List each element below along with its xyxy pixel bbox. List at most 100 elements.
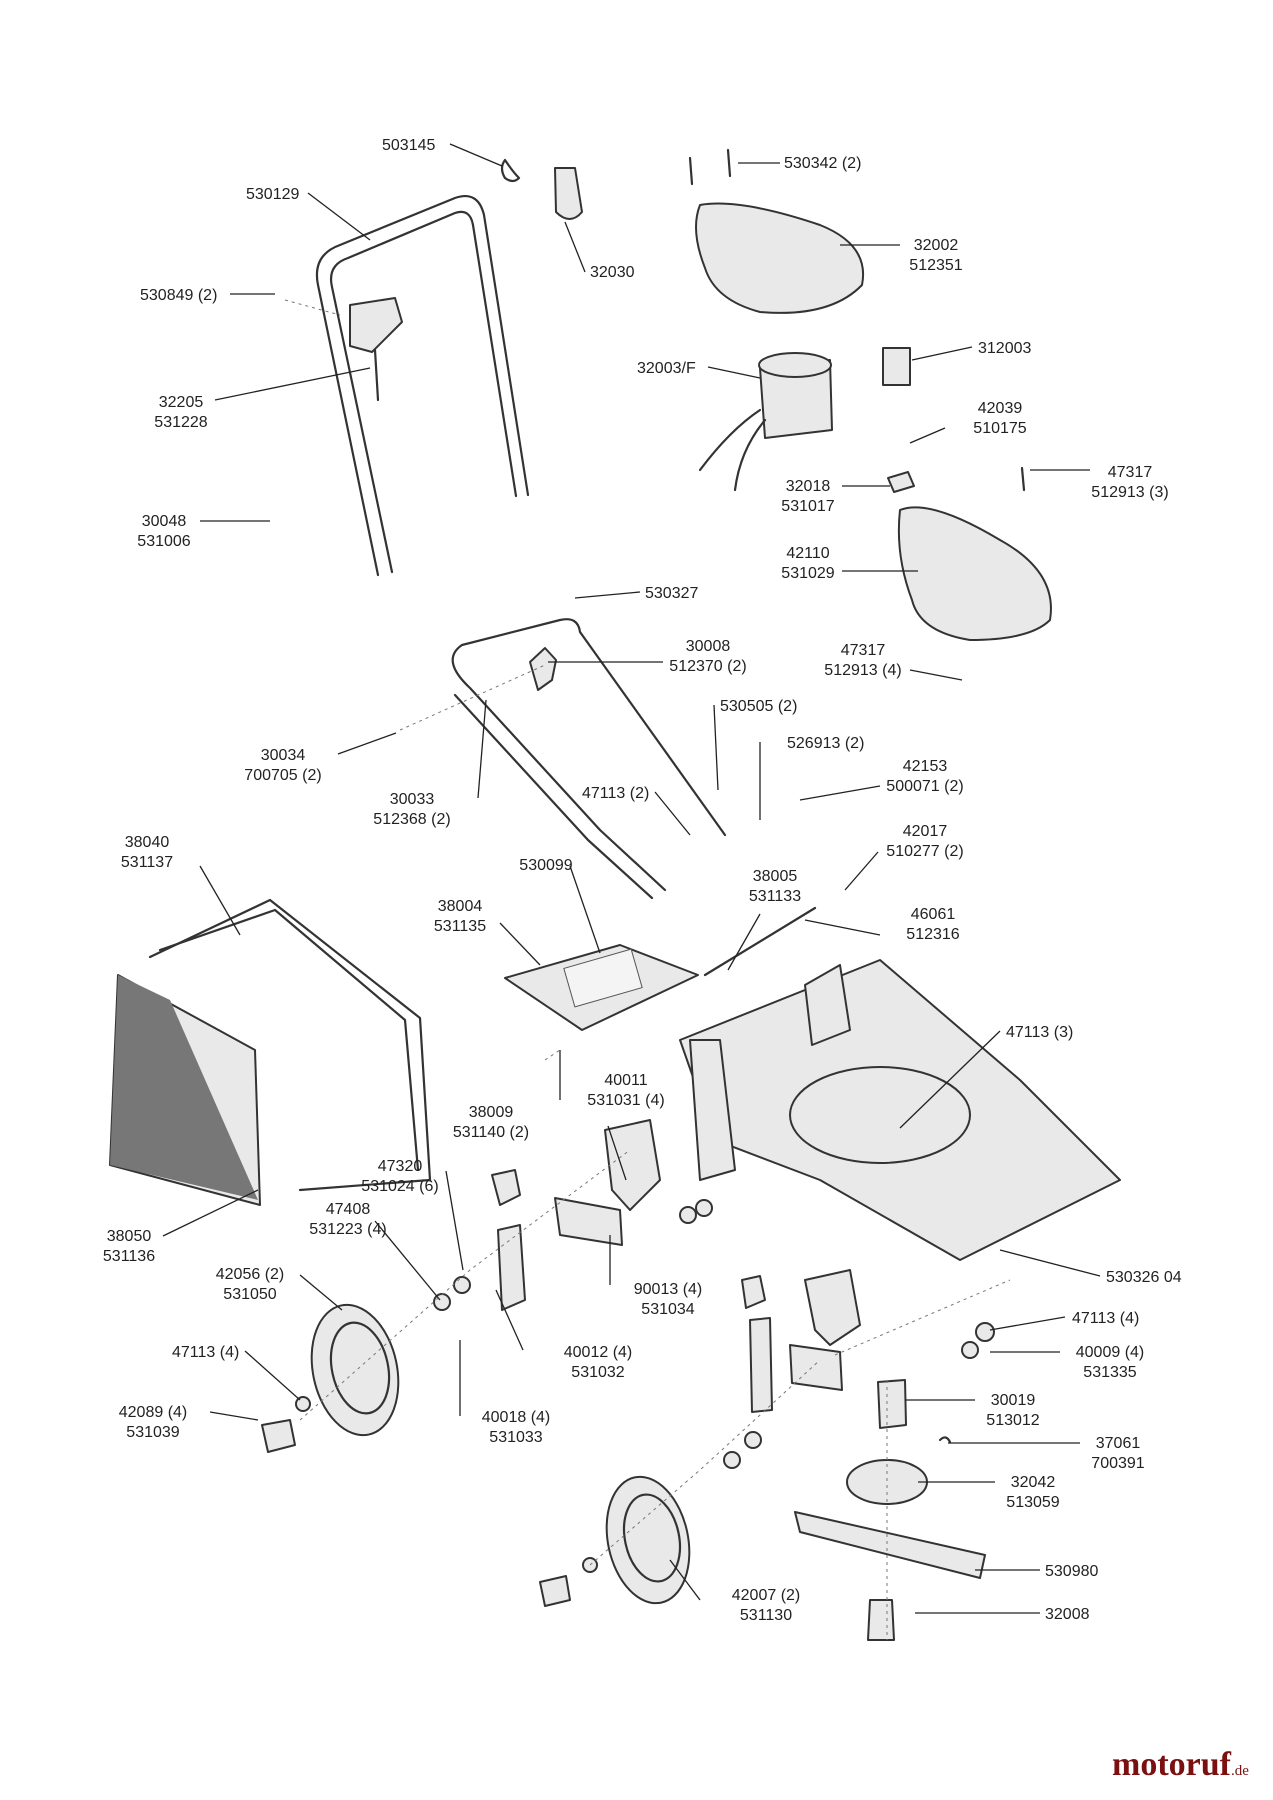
leader-lines [162, 143, 1101, 1614]
leader-line-46061 [804, 919, 881, 936]
leader-line-47113b [899, 1030, 1001, 1129]
leader-line-38004 [499, 922, 541, 966]
part-number-line: 30019 [991, 1392, 1036, 1409]
leader-line-32030 [564, 221, 586, 273]
part-number-line: 47317 [841, 642, 886, 659]
leader-line-42056 [299, 1274, 343, 1311]
part-label-47317b: 47317 512913 (4) [824, 642, 901, 679]
part-label-530849: 530849 (2) [140, 287, 217, 304]
part-number-line: 40009 (4) [1076, 1344, 1145, 1361]
leader-line-42017 [844, 851, 879, 891]
leader-line-530505 [713, 704, 719, 791]
part-label-530342: 530342 (2) [784, 155, 861, 172]
part-number-line: 42110 [786, 545, 829, 562]
part-number-line: 512913 (4) [824, 662, 901, 679]
leader-line-42039 [909, 427, 946, 444]
part-label-32008: 32008 [1045, 1606, 1090, 1623]
part-label-42089: 42089 (4)531039 [119, 1404, 188, 1441]
leader-line-47113a [654, 791, 691, 836]
part-number-line: 30008 [686, 638, 731, 655]
wheel-cap-part [261, 1419, 296, 1453]
part-label-312003: 312003 [978, 340, 1031, 357]
part-number-line: 531031 (4) [587, 1092, 664, 1109]
part-number-line: 38040 [125, 834, 170, 851]
leader-line-32003F [707, 366, 761, 379]
part-number-line: 526913 (2) [787, 735, 864, 752]
part-label-530980: 530980 [1045, 1563, 1098, 1580]
brand-tld: .de [1230, 1763, 1249, 1779]
part-number-line: 530129 [246, 186, 299, 203]
part-number-line: 47317 [1108, 464, 1153, 481]
part-number-line: 531130 [740, 1607, 792, 1624]
part-label-42007: 42007 (2)531130 [732, 1587, 801, 1624]
leader-line-530327 [574, 591, 641, 599]
cable-grip-part [887, 471, 915, 493]
part-number-line: 38004 [438, 898, 483, 915]
blade-adapter-part [877, 1379, 907, 1429]
flap-label-part [563, 948, 643, 1008]
part-number-line: 530849 (2) [140, 287, 217, 304]
part-number-line: 47113 (4) [172, 1344, 239, 1361]
leader-line-40012 [495, 1289, 524, 1351]
upper-handle-part [315, 194, 530, 577]
part-number-line: 512370 (2) [669, 658, 746, 675]
part-label-530327: 530327 [645, 585, 698, 602]
screw-part [1020, 466, 1026, 492]
nut-parts [295, 1199, 995, 1573]
brand-logo[interactable]: motoruf.de [1112, 1746, 1249, 1784]
leader-line-47113d [244, 1350, 301, 1401]
part-number-line: 38050 [107, 1228, 152, 1245]
part-number-line: 512351 [909, 257, 962, 274]
part-number-line: 531135 [434, 918, 486, 935]
part-number-line: 42017 [903, 823, 948, 840]
part-number-line: 40018 (4) [482, 1409, 551, 1426]
part-number-line: 531006 [137, 533, 190, 550]
part-number-line: 46061 [911, 906, 956, 923]
axle-rod-part [703, 906, 817, 977]
part-label-32003F: 32003/F [637, 360, 696, 377]
lower-handle-part [451, 618, 727, 900]
fan-housing-part [897, 506, 1052, 641]
part-number-line: 40012 (4) [564, 1344, 633, 1361]
part-label-503145: 503145 [382, 137, 435, 154]
leader-line-503145 [449, 143, 503, 167]
part-number-line: 531029 [781, 565, 834, 582]
part-number-line: 503145 [382, 137, 435, 154]
part-number-line: 32205 [159, 394, 204, 411]
part-number-line: 47320 [378, 1158, 423, 1175]
part-number-line: 531137 [121, 854, 173, 871]
part-number-line: 42056 (2) [216, 1266, 285, 1283]
leader-line-530099 [569, 865, 601, 954]
blade-part [794, 1511, 986, 1579]
part-label-30008: 30008 512370 (2) [669, 638, 746, 675]
part-number-line: 32008 [1045, 1606, 1090, 1623]
part-drawings [109, 148, 1121, 1641]
part-number-line: 531033 [489, 1429, 542, 1446]
part-number-line: 42153 [903, 758, 948, 775]
cable-holder-part [554, 167, 583, 220]
leader-line-47113c [989, 1316, 1066, 1331]
grass-bag-part [109, 974, 261, 1206]
capacitor-part [882, 347, 911, 386]
part-label-38004: 38004 531135 [434, 898, 486, 935]
motor-cover-part [695, 202, 865, 314]
motor-part [698, 352, 833, 492]
part-label-530129: 530129 [246, 186, 299, 203]
leader-line-42153 [799, 785, 881, 801]
part-number-line: 512368 (2) [373, 811, 450, 828]
part-number-line: 530342 (2) [784, 155, 861, 172]
